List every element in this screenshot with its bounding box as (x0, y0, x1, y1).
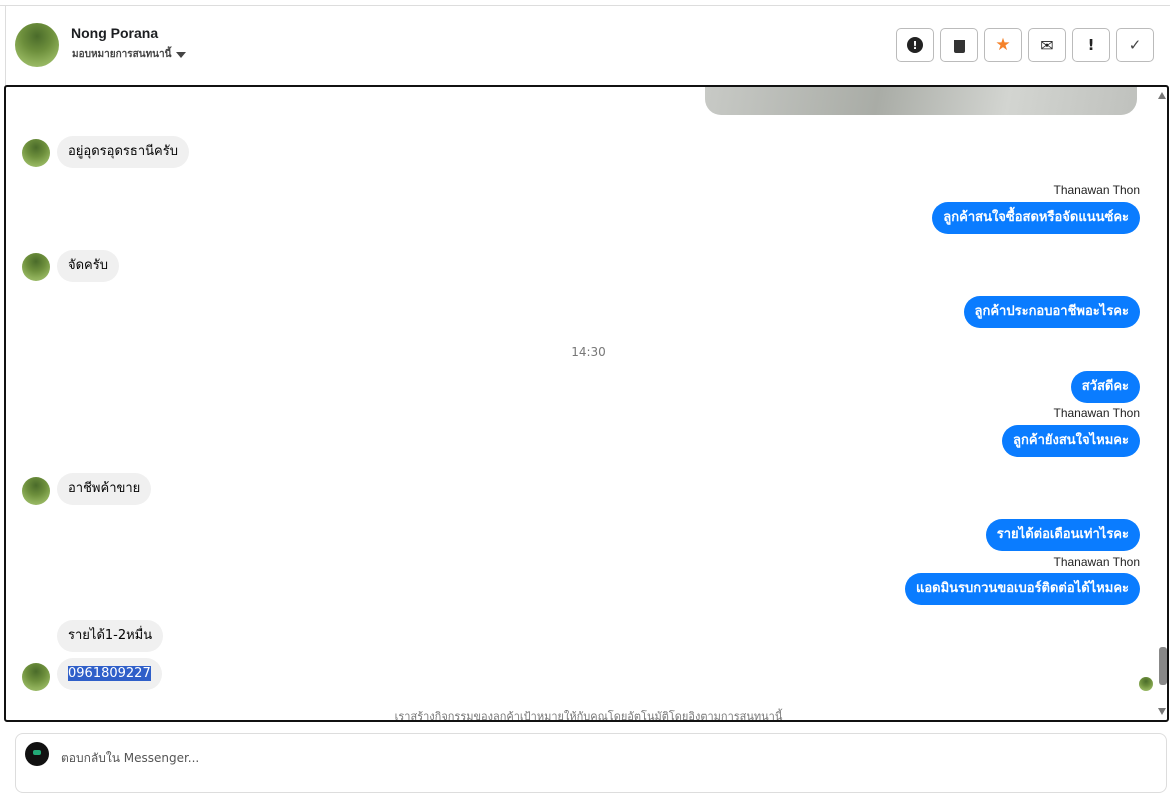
outgoing-message[interactable]: รายได้ต่อเดือนเท่าไรคะ (985, 519, 1140, 551)
star-icon: ★ (995, 35, 1011, 55)
image-attachment[interactable] (705, 87, 1137, 115)
sender-label: Thanawan Thon (1053, 555, 1140, 569)
follow-up-button[interactable]: ! (1072, 28, 1110, 62)
divider (5, 6, 6, 86)
caret-down-icon (176, 51, 187, 58)
conversation-actions: ! ★ ✉ ! ✓ (896, 28, 1154, 62)
divider (0, 5, 1170, 6)
spam-button[interactable]: ! (896, 28, 934, 62)
delete-button[interactable] (940, 28, 978, 62)
contact-avatar[interactable] (15, 23, 59, 67)
message-thread[interactable]: อยู่อุดรอุดรธานีครับ Thanawan Thon ลูกค้… (4, 85, 1169, 722)
timestamp: 14:30 (571, 345, 606, 359)
seen-avatar (1139, 677, 1153, 691)
scrollbar-thumb[interactable] (1159, 647, 1167, 685)
mark-unread-button[interactable]: ✉ (1028, 28, 1066, 62)
outgoing-message[interactable]: สวัสดีคะ (1070, 371, 1140, 403)
incoming-message[interactable]: อยู่อุดรอุดรธานีครับ (57, 136, 189, 168)
selected-phone-number[interactable]: 0961809227 (68, 666, 151, 681)
contact-avatar (22, 139, 50, 167)
sender-label: Thanawan Thon (1053, 406, 1140, 420)
reply-box[interactable]: ตอบกลับใน Messenger... (15, 733, 1167, 793)
envelope-icon: ✉ (1040, 35, 1054, 55)
check-icon: ✓ (1128, 36, 1142, 54)
incoming-message[interactable]: รายได้1-2หมื่น (57, 620, 164, 652)
outgoing-message[interactable]: แอดมินรบกวนขอเบอร์ติดต่อได้ไหมคะ (904, 573, 1140, 605)
incoming-message[interactable]: จัดครับ (57, 250, 119, 282)
sender-label: Thanawan Thon (1053, 183, 1140, 197)
outgoing-message[interactable]: ลูกค้าสนใจซื้อสดหรือจัดแนนซ์คะ (932, 202, 1140, 234)
lead-activity-notice: เราสร้างกิจกรรมของลูกค้าเป้าหมายให้กับคุ… (394, 710, 783, 722)
contact-avatar (22, 663, 50, 691)
alert-octagon-icon: ! (907, 37, 923, 53)
scrollbar[interactable] (1157, 87, 1167, 720)
contact-name[interactable]: Nong Porana (71, 25, 159, 41)
scroll-down-icon[interactable] (1158, 708, 1166, 715)
trash-icon (953, 39, 965, 53)
star-button[interactable]: ★ (984, 28, 1022, 62)
contact-avatar (22, 253, 50, 281)
exclamation-icon: ! (1087, 36, 1095, 54)
assign-label: มอบหมายการสนทนานี้ (72, 49, 172, 60)
outgoing-message[interactable]: ลูกค้าประกอบอาชีพอะไรคะ (963, 296, 1140, 328)
outgoing-message[interactable]: ลูกค้ายังสนใจไหมคะ (1002, 425, 1140, 457)
page-avatar (25, 742, 49, 766)
incoming-message[interactable]: 0961809227 (57, 658, 162, 690)
scroll-up-icon[interactable] (1158, 92, 1166, 99)
assign-conversation-dropdown[interactable]: มอบหมายการสนทนานี้ (72, 47, 187, 62)
incoming-message[interactable]: อาชีพค้าขาย (57, 473, 152, 505)
done-button[interactable]: ✓ (1116, 28, 1154, 62)
contact-avatar (22, 477, 50, 505)
reply-input[interactable]: ตอบกลับใน Messenger... (61, 751, 200, 765)
